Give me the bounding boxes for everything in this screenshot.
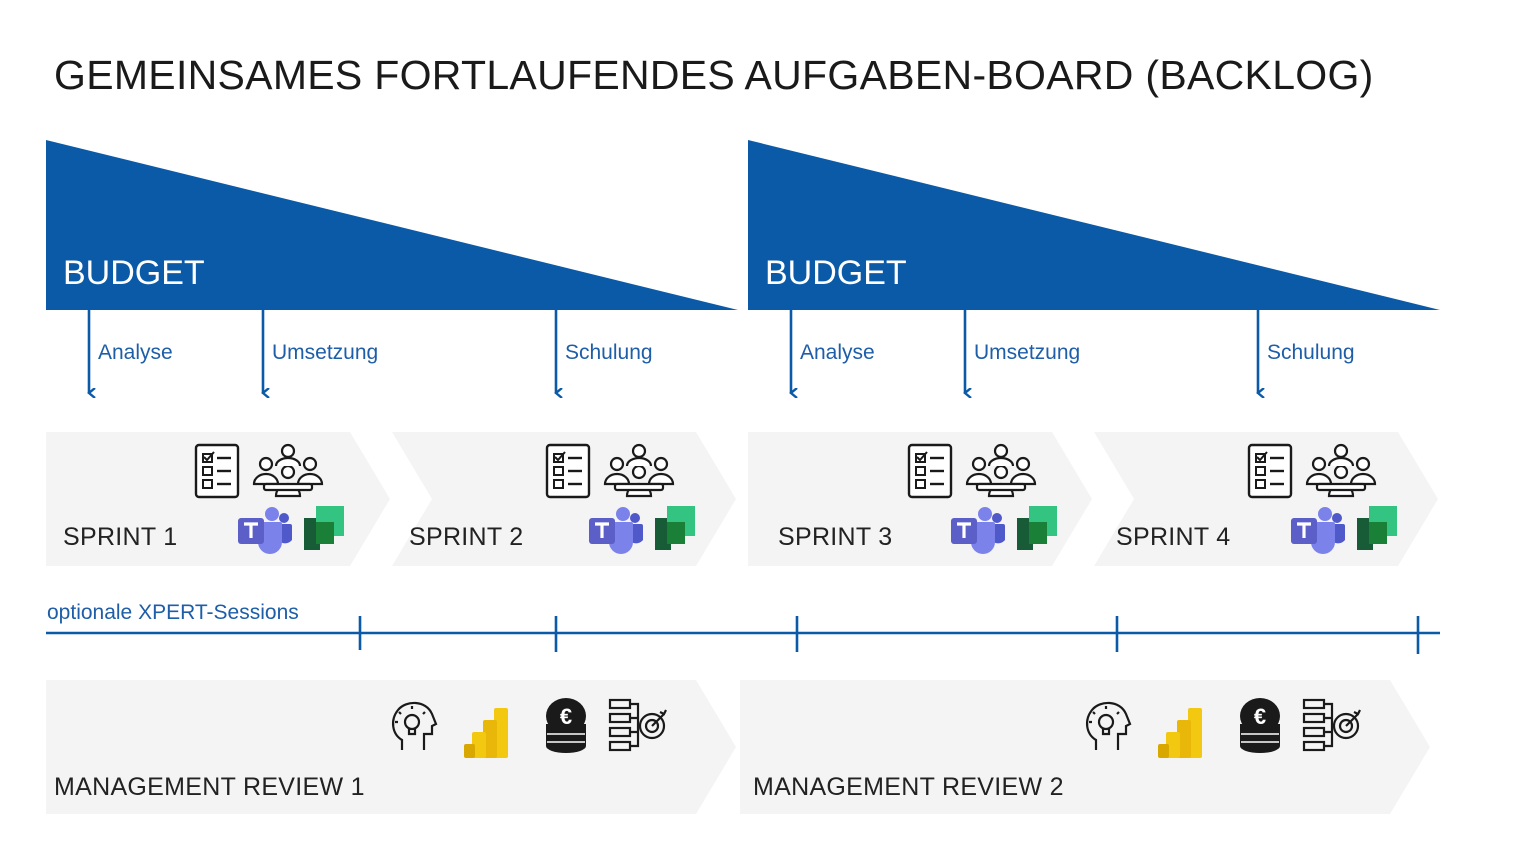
budget-label-2: BUDGET [765,254,907,292]
idea-head-icon [392,701,438,750]
checklist-icon [545,443,591,499]
powerbi-icon [1158,708,1202,758]
phase-label-schulung-1: Schulung [565,341,653,364]
xpert-sessions-label: optionale XPERT-Sessions [47,601,299,624]
checklist-icon [907,443,953,499]
teams-icon [238,507,292,554]
sprint-label-1: SPRINT 1 [63,523,178,551]
budget-triangle-1 [46,140,738,310]
planner-icon [655,506,695,550]
phase-label-analyse-2: Analyse [800,341,875,364]
phase-label-analyse-1: Analyse [98,341,173,364]
team-meeting-icon [965,443,1037,498]
planner-icon [1357,506,1397,550]
teams-icon [589,507,643,554]
svg-text:€: € [1254,704,1266,729]
team-meeting-icon [1305,443,1377,498]
planner-icon [304,506,344,550]
powerbi-icon [464,708,508,758]
checklist-icon [194,443,240,499]
sprint-label-2: SPRINT 2 [409,523,524,551]
review-label-2: MANAGEMENT REVIEW 2 [753,773,1064,801]
budget-label-1: BUDGET [63,254,205,292]
target-structure-icon [608,698,667,752]
teams-icon [951,507,1005,554]
sprint-label-3: SPRINT 3 [778,523,893,551]
teams-icon [1291,507,1345,554]
sprint-label-4: SPRINT 4 [1116,523,1231,551]
team-meeting-icon [603,443,675,498]
phase-label-schulung-2: Schulung [1267,341,1355,364]
planner-icon [1017,506,1057,550]
review-label-1: MANAGEMENT REVIEW 1 [54,773,365,801]
idea-head-icon [1086,701,1132,750]
euro-coins-icon: € [546,698,586,753]
team-meeting-icon [252,443,324,498]
page-title: GEMEINSAMES FORTLAUFENDES AUFGABEN-BOARD… [54,52,1374,98]
svg-text:€: € [560,704,572,729]
euro-coins-icon: € [1240,698,1280,753]
budget-triangle-2 [748,140,1440,310]
target-structure-icon [1302,698,1361,752]
phase-label-umsetzung-1: Umsetzung [272,341,379,364]
phase-label-umsetzung-2: Umsetzung [974,341,1081,364]
checklist-icon [1247,443,1293,499]
